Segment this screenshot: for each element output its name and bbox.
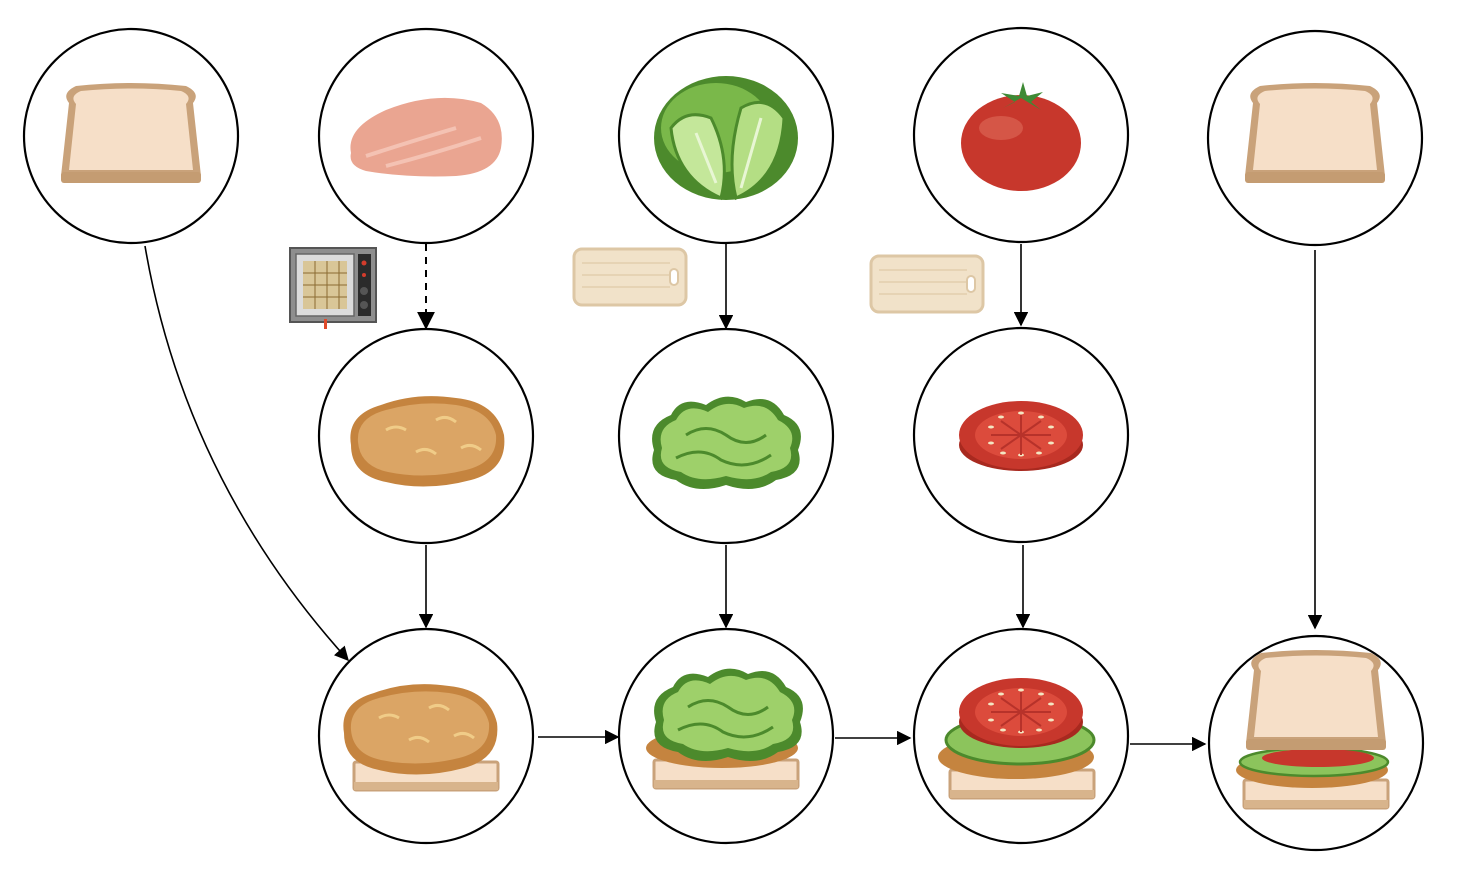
node-lettuce-head [617, 27, 835, 245]
node-lettuce-leaf [617, 327, 835, 545]
node-tomato-slice [912, 326, 1130, 544]
node-stack-plus-lettuce [617, 627, 835, 845]
node-bread-second [1206, 29, 1424, 247]
bread-chicken-lettuce-icon [646, 667, 805, 790]
deep-fryer-icon [289, 247, 377, 330]
bread-slice-icon [1245, 83, 1385, 183]
complete-sandwich-icon [1236, 650, 1390, 810]
edge-bread-to-stack [144, 245, 349, 662]
bread-with-chicken-icon [341, 682, 500, 792]
fried-chicken-cutlet-icon [348, 394, 506, 489]
bread-chicken-lettuce-tomato-icon [938, 677, 1096, 800]
node-sandwich-complete [1207, 634, 1425, 852]
node-bread-top-raw [22, 27, 240, 245]
node-stack-bread-chicken [317, 627, 535, 845]
cutting-board-icon [869, 254, 985, 314]
node-stack-plus-tomato [912, 627, 1130, 845]
node-chicken-cooked [317, 327, 535, 545]
edges [144, 244, 1323, 752]
lettuce-head-icon [652, 74, 800, 202]
bread-slice-icon [61, 83, 201, 183]
node-chicken-raw [317, 27, 535, 245]
cutting-board-icon [572, 247, 688, 307]
lettuce-leaf-icon [650, 395, 803, 491]
node-tomato-whole [912, 26, 1130, 244]
tomato-slice-icon [958, 400, 1084, 472]
